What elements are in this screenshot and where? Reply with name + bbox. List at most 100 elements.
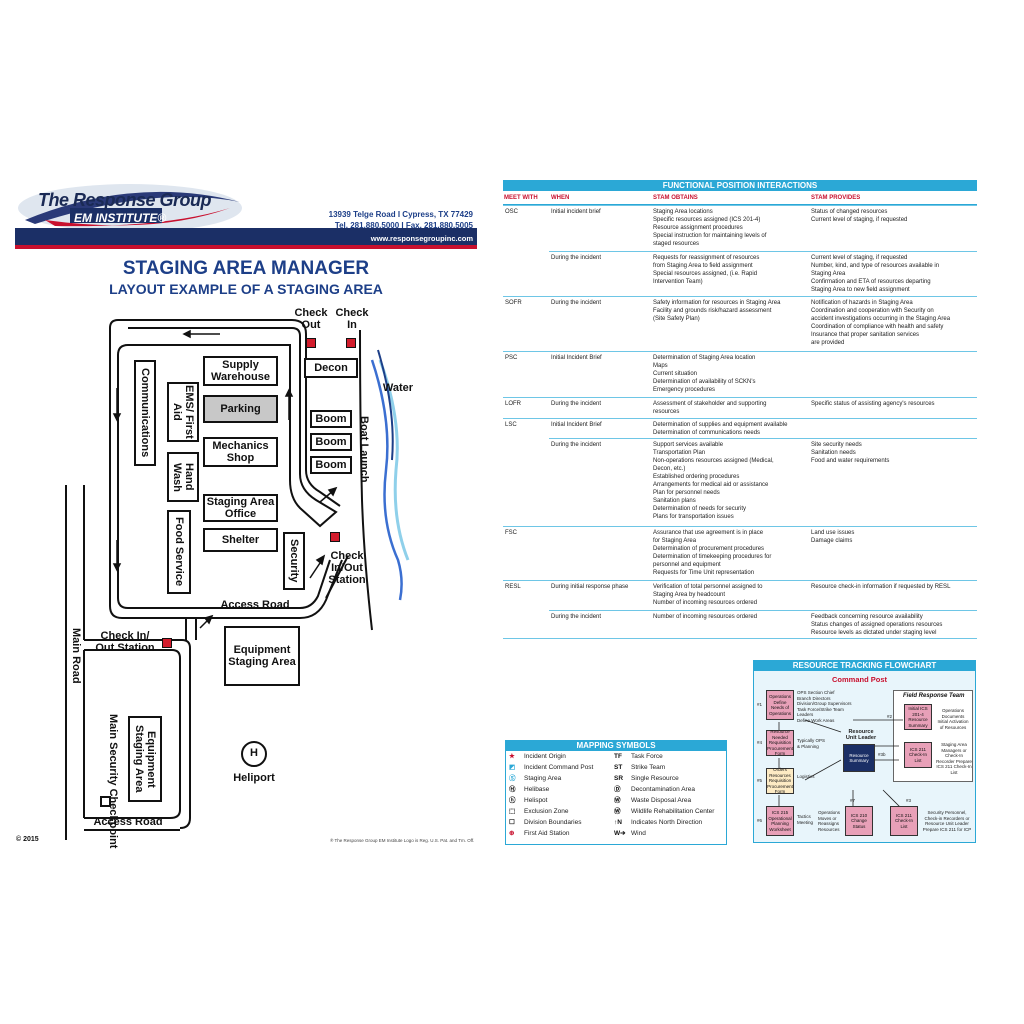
flow-step-3b: #3b: [878, 752, 886, 757]
field-team-label: Field Response Team: [903, 693, 965, 699]
symbol-label: Helibase: [524, 786, 550, 793]
symbol-label: Incident Command Post: [524, 764, 594, 771]
cell-obtains: Staging Area locations Specific resource…: [653, 209, 767, 247]
cell-when: Initial incident brief: [551, 209, 601, 215]
logo-title: The Response Group: [38, 190, 212, 210]
cell-provides: Status of changed resources Current leve…: [811, 209, 908, 223]
main-road-label: Main Road: [70, 628, 82, 684]
cell-obtains: Determination of Staging Area location M…: [653, 355, 756, 393]
security: Security: [283, 532, 305, 590]
table-header-rule: [503, 204, 977, 205]
check-in-label: Check In: [335, 307, 369, 331]
access-road-2-label: Access Road: [93, 816, 163, 828]
water-label: Water: [382, 382, 414, 394]
symbol-label: Wind: [631, 830, 646, 837]
website: www.responsegroupinc.com: [370, 234, 473, 243]
boom-2: Boom: [310, 433, 352, 451]
ics211-a-box: ICS 211 Check-In List: [904, 742, 932, 768]
ics215-box: ICS 215 Operational Planning Worksheet: [766, 806, 794, 836]
tactics-note: Tactics Meeting: [797, 814, 814, 825]
ops-define-box: Operations Define Needs of Operations: [766, 690, 794, 720]
cell-when: Initial Incident Brief: [551, 422, 602, 428]
ops-docs-note: Operations Documents Initial Activation …: [937, 708, 969, 730]
symbol-icon: ↑N: [614, 819, 622, 826]
cell-when: Initial Incident Brief: [551, 355, 602, 361]
boat-launch-label: Boat Launch: [358, 416, 370, 483]
cell-provides: Notification of hazards in Staging Area …: [811, 300, 951, 346]
resource-summary-box: Resource Summary: [843, 744, 875, 772]
check-out-marker: [306, 338, 316, 348]
symbol-icon: W➔: [614, 830, 626, 837]
company-logo: [15, 184, 477, 249]
symbol-icon: Ⓗ: [509, 786, 516, 793]
table-row: [549, 610, 977, 611]
cell-obtains: Number of incoming resources ordered: [653, 614, 758, 620]
symbol-label: Indicates North Direction: [631, 819, 703, 826]
symbol-label: Incident Origin: [524, 753, 566, 760]
logistics-note: Logistics: [797, 774, 815, 779]
table-row: [503, 296, 977, 297]
table-row: [503, 397, 977, 398]
decon: Decon: [304, 358, 358, 378]
table-end-rule: [503, 638, 977, 639]
boom-3: Boom: [310, 456, 352, 474]
equipment-staging-area-2-label: Equipment Staging Area: [133, 725, 157, 793]
shelter: Shelter: [203, 528, 278, 552]
food-service: Food Service: [167, 510, 191, 594]
cell-when: During the incident: [551, 614, 602, 620]
stage-mgrs-note: Staging Area Managers or Check-In Record…: [936, 742, 972, 775]
symbol-icon: TF: [614, 753, 622, 760]
symbol-icon: ☐: [509, 819, 515, 826]
ops-moves-note: Operations Moves or Reassigns Resources: [818, 810, 841, 832]
cell-meet: LSC: [505, 422, 517, 428]
heliport-label: Heliport: [233, 772, 275, 784]
check-in-out-station-2-label: Check In/ Out Station: [95, 630, 155, 654]
cell-when: During the incident: [551, 300, 602, 306]
cell-meet: PSC: [505, 355, 518, 361]
table-row: [503, 580, 977, 581]
cell-when: During the incident: [551, 442, 602, 448]
flow-step-4: #4: [757, 740, 763, 745]
cell-meet: SOFR: [505, 300, 522, 306]
symbol-icon: SR: [614, 775, 624, 782]
cell-when: During initial response phase: [551, 584, 629, 590]
table-row: [549, 438, 977, 439]
initial-ics-box: Initial ICS 201-4 Resource Summary: [904, 704, 932, 730]
cell-meet: RESL: [505, 584, 521, 590]
cell-obtains: Requests for reassignment of resources f…: [653, 255, 760, 285]
cell-obtains: Verification of total personnel assigned…: [653, 584, 763, 606]
cell-provides: Feedback concerning resource availabilit…: [811, 614, 943, 636]
equipment-staging-area-2: Equipment Staging Area: [128, 716, 162, 802]
symbol-icon: ⓗ: [509, 797, 516, 804]
cell-obtains: Safety information for resources in Stag…: [653, 300, 781, 322]
table-row: [503, 418, 977, 419]
ics211-b-box: ICS 211 Check-In List: [890, 806, 918, 836]
flow-step-3: #3: [906, 798, 912, 803]
access-road-label: Access Road: [220, 599, 290, 611]
communications-label: Communications: [139, 368, 151, 458]
check-out-label: Check Out: [294, 307, 328, 331]
ems-first-aid: EMS/ First Aid: [167, 382, 199, 442]
cell-when: During the incident: [551, 401, 602, 407]
communications: Communications: [134, 360, 156, 466]
symbol-icon: Ⓓ: [614, 786, 621, 793]
cell-provides: Specific status of assisting agency's re…: [811, 401, 935, 407]
mapping-symbols-title: MAPPING SYMBOLS: [505, 740, 727, 751]
trademark-note: ® The Response Group EM Institute Logo i…: [330, 838, 475, 843]
cell-obtains: Assurance that use agreement is in place…: [653, 530, 772, 576]
table-row: [503, 351, 977, 352]
symbol-icon: ◩: [509, 764, 516, 771]
cell-meet: LOFR: [505, 401, 522, 407]
security-note: Security Personnel, Check-in Recorders o…: [922, 810, 972, 832]
address-block: 13939 Telge Road I Cypress, TX 77429 Tel…: [329, 209, 473, 231]
flow-step-2: #2: [887, 714, 893, 719]
symbol-label: Exclusion Zone: [524, 808, 569, 815]
col-stam-obtains: STAM OBTAINS: [653, 195, 698, 201]
check-in-out-station-label: Check In/Out Station: [328, 550, 366, 586]
cell-provides: Current level of staging, if requested N…: [811, 255, 940, 293]
symbol-label: Wildlife Rehabilitation Center: [631, 808, 715, 815]
symbol-icon: ST: [614, 764, 623, 771]
food-service-label: Food Service: [173, 517, 185, 587]
resource-unit-leader: Resource Unit Leader: [845, 729, 877, 741]
page-title: STAGING AREA MANAGER: [122, 258, 370, 279]
